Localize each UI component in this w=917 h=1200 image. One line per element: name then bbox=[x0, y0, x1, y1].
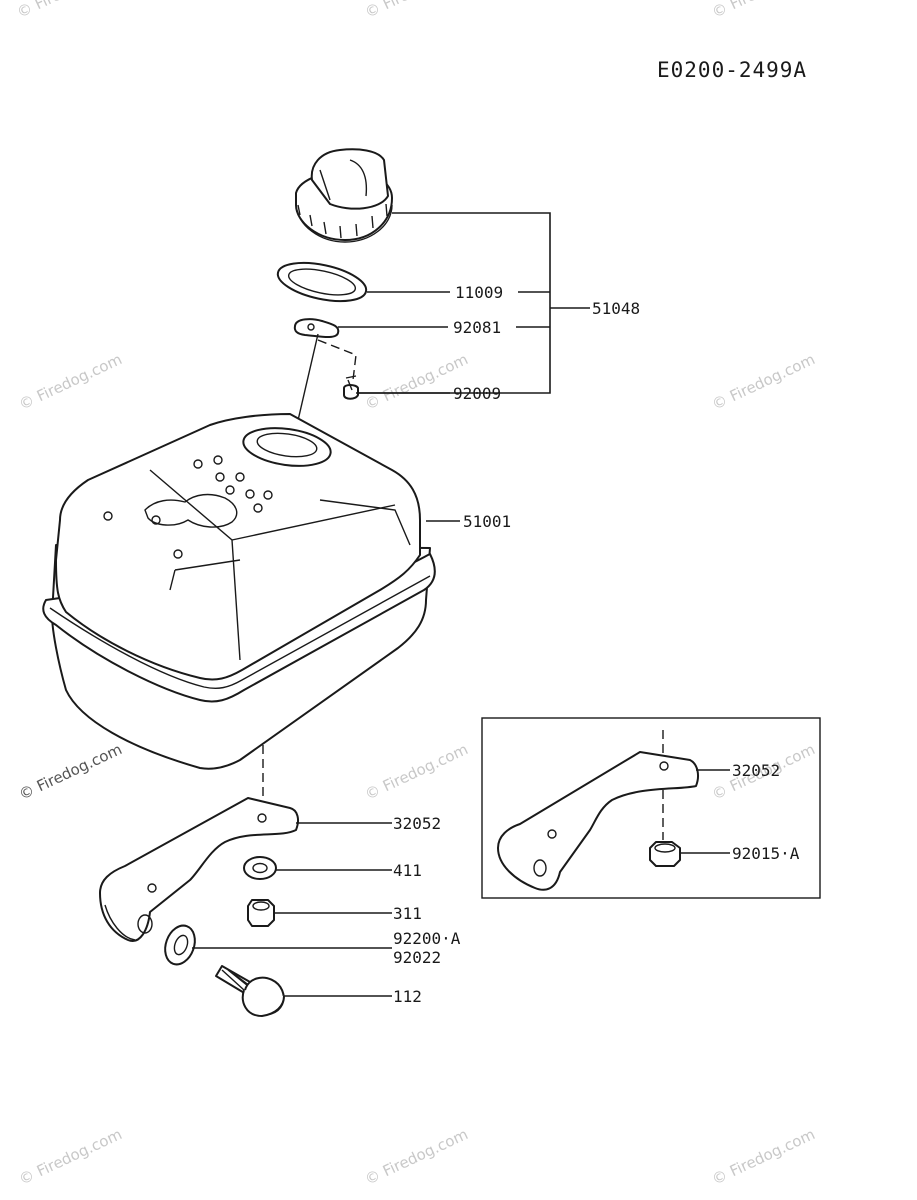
bracket-drawing bbox=[99, 745, 299, 942]
part-labels: 51048 11009 92081 92009 51001 32052 411 … bbox=[393, 283, 800, 1006]
watermark-top-left: © Firedog.com bbox=[14, 0, 123, 22]
part-label-92081: 92081 bbox=[453, 318, 501, 337]
washer-92200-drawing bbox=[164, 924, 196, 966]
watermark-mid-left: © Firedog.com bbox=[16, 350, 125, 413]
bolt-112-drawing bbox=[215, 965, 285, 1017]
fuel-cap-drawing bbox=[295, 148, 393, 243]
washer-411-drawing bbox=[243, 856, 277, 880]
part-label-411: 411 bbox=[393, 861, 422, 880]
part-label-311: 311 bbox=[393, 904, 422, 923]
watermark-low-left: © Firedog.com bbox=[16, 740, 125, 803]
diagram-code: E0200-2499A bbox=[657, 58, 807, 82]
gasket-drawing bbox=[276, 261, 368, 303]
part-label-32052-inset: 32052 bbox=[732, 761, 780, 780]
watermark-mid-right: © Firedog.com bbox=[709, 350, 818, 413]
watermark-bottom-right: © Firedog.com bbox=[709, 1125, 818, 1188]
part-label-11009: 11009 bbox=[455, 283, 503, 302]
part-label-92015a: 92015·A bbox=[732, 844, 800, 863]
part-label-112: 112 bbox=[393, 987, 422, 1006]
inset-frame bbox=[481, 717, 821, 899]
watermark-bottom-mid: © Firedog.com bbox=[362, 1125, 471, 1188]
watermark-mid-mid: © Firedog.com bbox=[362, 350, 471, 413]
watermark-top-right: © Firedog.com bbox=[709, 0, 818, 22]
screw-drawing bbox=[343, 375, 359, 400]
part-label-92200a: 92200·A bbox=[393, 929, 461, 948]
part-label-51001: 51001 bbox=[463, 512, 511, 531]
part-label-92009: 92009 bbox=[453, 384, 501, 403]
part-label-92022: 92022 bbox=[393, 948, 441, 967]
part-label-32052: 32052 bbox=[393, 814, 441, 833]
watermark-top-mid: © Firedog.com bbox=[362, 0, 471, 22]
leader-lines bbox=[192, 212, 730, 997]
watermark-low-mid: © Firedog.com bbox=[362, 740, 471, 803]
nut-311-drawing bbox=[247, 899, 275, 927]
part-label-51048: 51048 bbox=[592, 299, 640, 318]
fuel-tank-drawing bbox=[42, 413, 436, 770]
watermark-bottom-left: © Firedog.com bbox=[16, 1125, 125, 1188]
